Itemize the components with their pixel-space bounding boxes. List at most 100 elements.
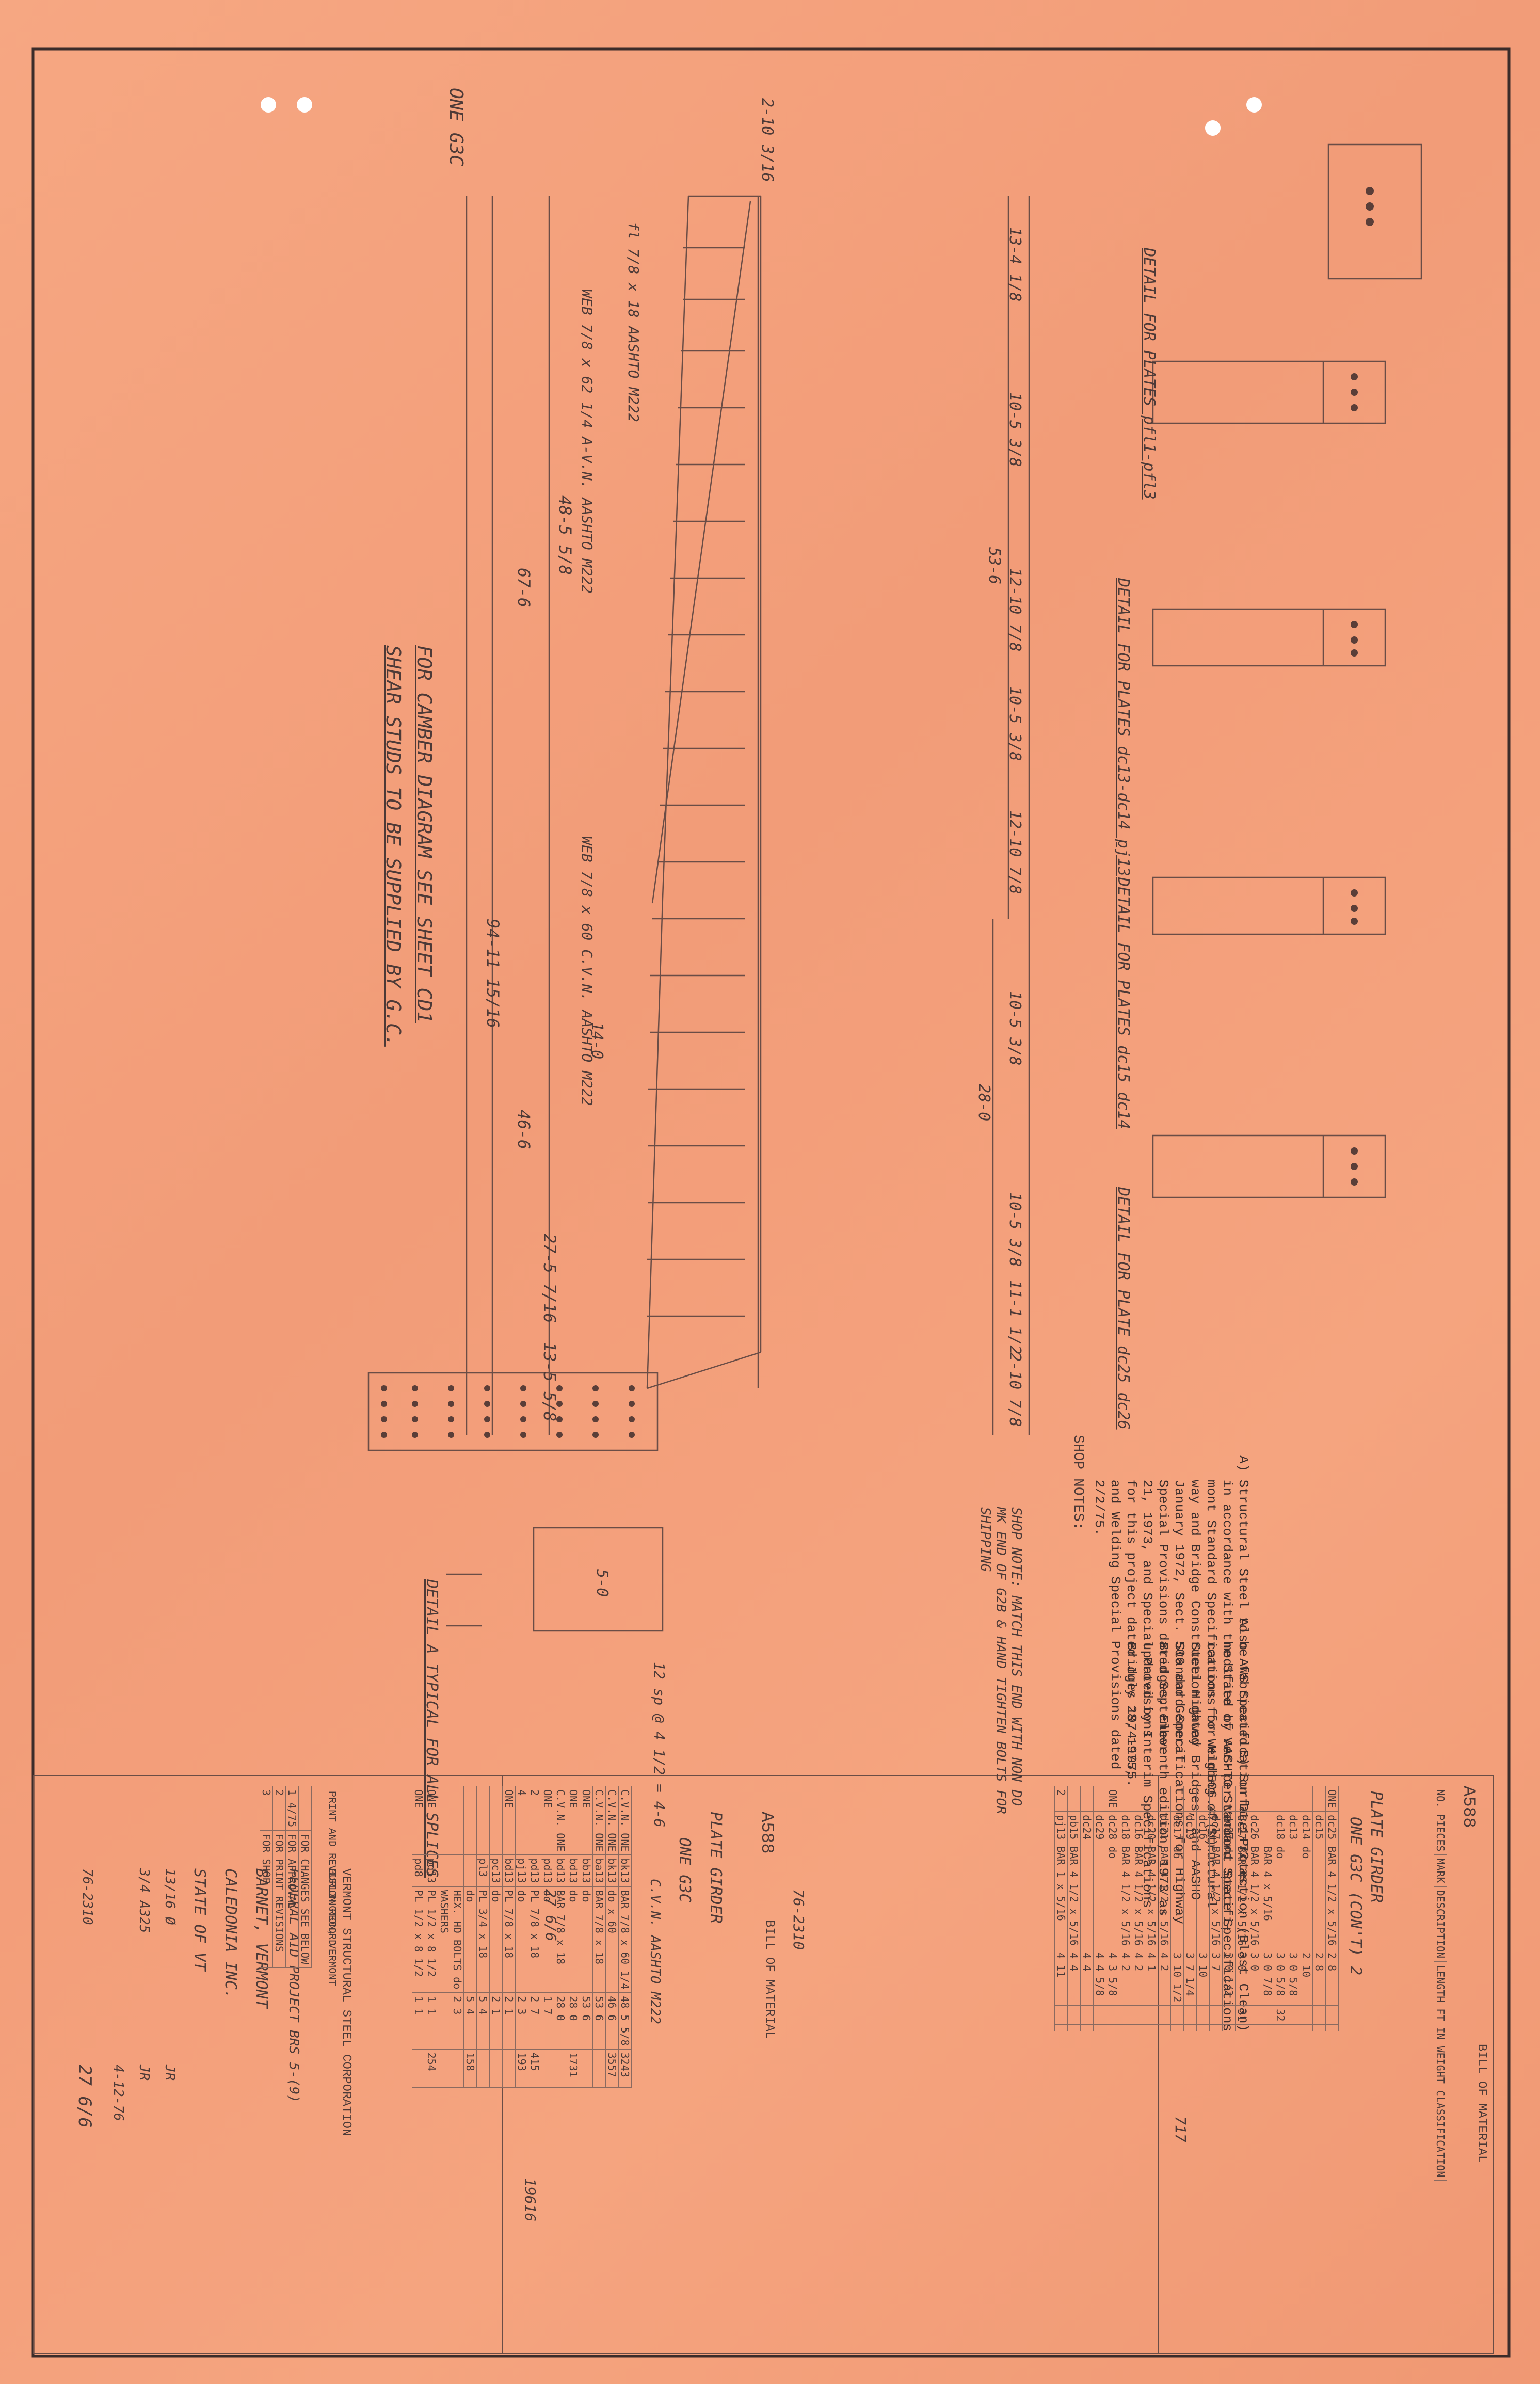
- bom-left-cell: 158: [463, 2049, 477, 2081]
- bom-right-header-cell: NO. PIECES: [1434, 1786, 1447, 1855]
- bom-left-cell: pl3: [476, 1854, 490, 1887]
- bom-right-cell: 4 4 5/8: [1093, 1949, 1106, 2006]
- bom-right-cell: [1183, 1843, 1197, 1949]
- bom-right-cell: [1080, 2005, 1094, 2025]
- bom-right-cell: [1119, 2005, 1132, 2025]
- bom-right-cell: [1235, 2024, 1248, 2031]
- detail-title-1: DETAIL FOR PLATES pfl1-pfl3: [1140, 248, 1158, 500]
- bom-left-cell: 1 1: [412, 1992, 425, 2050]
- revision-cell: 4/75: [285, 1799, 299, 1831]
- bom-right-cell: [1170, 1786, 1184, 1812]
- bom-right-cell: [1093, 2024, 1106, 2031]
- bom-right-cell: ONE: [1106, 1786, 1119, 1812]
- bom-left-cell: [438, 2049, 451, 2081]
- web-label-3: fl 7/8 x 18 AASHTO M222: [625, 222, 642, 422]
- bom-right-cell: [1312, 2024, 1326, 2031]
- match-note: SHOP NOTE: MATCH THIS END WITH NON DO MK…: [977, 1507, 1024, 1814]
- splice-label: 12 sp @ 4 1/2 = 4-6: [651, 1662, 668, 1828]
- bom-left-cell: [438, 1786, 451, 1855]
- bom-right-cell: [1067, 2024, 1081, 2031]
- bom-left-cell: 2 3: [515, 1992, 528, 2050]
- bom-left-cell: [425, 2081, 438, 2088]
- bom-right-cell: BAR 4 1/2 x 5/16: [1235, 1843, 1248, 1949]
- bom-left-cell: pc13: [489, 1854, 503, 1887]
- bom-right-cell: BAR 4 1/2 x 5/16: [1132, 1843, 1145, 1949]
- title-bolts: 3/4 A325: [136, 1868, 152, 1933]
- bom-left-cell: HEX. HD BOLTS do: [451, 1886, 464, 1993]
- bom-right-cell: 3 10 1/2: [1170, 1949, 1184, 2006]
- bom-left-cell: [618, 2081, 632, 2088]
- bom-right-cell: BAR 4 1/2 x 5/16: [1325, 1843, 1339, 1949]
- bom-right-cell: 4 2: [1132, 1949, 1145, 2006]
- bom-left-cell: 1 7: [541, 1992, 554, 2050]
- bom-right-girder: ONE G3C (CON'T) 2: [1346, 1817, 1365, 1976]
- bom-right-cell: 4 11: [1054, 1949, 1068, 2006]
- bom-left-cell: [580, 2049, 593, 2081]
- bom-right-header: BILL OF MATERIAL: [1474, 2044, 1488, 2163]
- bom-right-cell: BAR 4 1/2 x 5/16: [1248, 1843, 1261, 1949]
- bom-left-cell: [554, 2081, 567, 2088]
- bom-right-cell: [1261, 2005, 1274, 2025]
- revision-cell: FOR PRINT REVISIONS: [272, 1830, 286, 1968]
- bom-left-cell: [451, 2049, 464, 2081]
- bom-right-cell: dc27: [1222, 1811, 1236, 1843]
- bom-right-cell: [1312, 2005, 1326, 2025]
- bom-left-cell: [502, 2049, 516, 2081]
- bom-right-cell: BAR 4 1/2 x 5/16: [1209, 1843, 1223, 1949]
- bom-left-cell: pd8: [412, 1854, 425, 1887]
- table-row: dc29 4 4 5/8: [1093, 1786, 1106, 2031]
- bom-right-cell: dc17: [1209, 1811, 1223, 1843]
- bom-left-cell: [554, 2049, 567, 2081]
- bom-left-cell: [451, 1854, 464, 1887]
- bom-left-cell: C.V.N. ONE: [618, 1786, 632, 1855]
- bom-right-cell: 4 2: [1158, 1949, 1171, 2006]
- bom-right-cell: dc21: [1158, 1811, 1171, 1843]
- punch-hole-2: [297, 97, 312, 113]
- web-label-1: WEB 7/8 x 62 1/4 A-V.N. AASHTO M222: [579, 289, 596, 594]
- bom-right-cell: 31: [1235, 2005, 1248, 2025]
- bom-left-cell: 5 4: [463, 1992, 477, 2050]
- bom-right-cell: [1145, 2024, 1158, 2031]
- bom-right-cell: [1196, 1786, 1210, 1812]
- bom-left-job: 76-2310: [790, 1889, 807, 1950]
- bom-left-cell: [438, 1854, 451, 1887]
- bom-right-cell: [1325, 2005, 1339, 2025]
- bom-right-cell: 4 4: [1080, 1949, 1094, 2006]
- web-label-2: WEB 7/8 x 60 C.V.N. AASHTO M222: [579, 836, 596, 1106]
- bom-left-cell: C.V.N. ONE: [554, 1786, 567, 1855]
- bom-right-header-cell: MARK: [1434, 1854, 1447, 1887]
- bom-right-cell: dc29: [1093, 1811, 1106, 1843]
- bom-right-cell: ONE: [1325, 1786, 1339, 1812]
- bom-right-cell: dc17: [1170, 1811, 1184, 1843]
- bom-left-cell: ONE: [412, 1786, 425, 1855]
- bom-left-cell: 5 4: [476, 1992, 490, 2050]
- bom-left-cell: [515, 2081, 528, 2088]
- bom-right-cell: 3 10: [1196, 1949, 1210, 2006]
- dim-4: 12-10 7/8: [1006, 568, 1024, 652]
- bom-right-header-cell: LENGTH FT IN: [1434, 1961, 1447, 2043]
- bom-left-cell: PL 1/2 x 8 1/2: [425, 1886, 438, 1993]
- dim-10: 11-1 1/2: [1006, 1280, 1024, 1355]
- bom-right-cell: [1119, 2024, 1132, 2031]
- bom-right-cell: [1261, 1811, 1274, 1843]
- bom-right-cell: [1209, 2005, 1223, 2025]
- bom-left-cell: [580, 2081, 593, 2088]
- bom-left-cell: [489, 2081, 503, 2088]
- bom-right-cell: dc27: [1235, 1811, 1248, 1843]
- bom-right-cell: [1248, 1786, 1261, 1812]
- bom-right-cell: [1054, 2024, 1068, 2031]
- bom-left-cell: BAR 7/8 x 18: [554, 1886, 567, 1993]
- dim-2: 13-4 1/8: [1006, 227, 1024, 302]
- bom-right-cell: 3 0 5/8: [1274, 1949, 1287, 2006]
- dim-11: 2-10 7/8: [1006, 1352, 1024, 1427]
- revision-cell: FOR SHOP: [260, 1830, 273, 1968]
- bom-left-cell: [451, 2081, 464, 2088]
